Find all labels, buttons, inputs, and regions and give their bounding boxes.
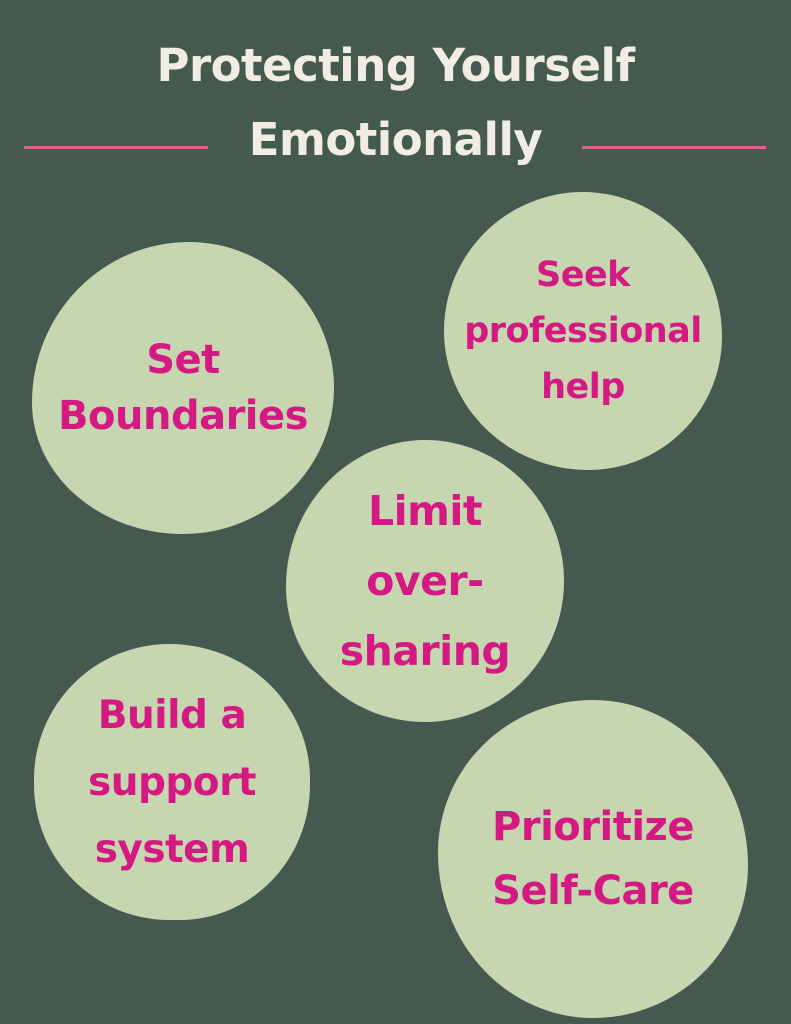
tip-circle-seek-professional-help: Seek professional help <box>444 192 722 470</box>
left-divider <box>24 146 208 149</box>
title-line-1: Protecting Yourself <box>156 39 635 92</box>
tip-circle-set-boundaries: Set Boundaries <box>32 242 334 534</box>
tip-label: Build a support system <box>88 692 256 872</box>
tip-label: Seek professional help <box>464 255 702 407</box>
tip-circle-build-support-system: Build a support system <box>34 644 310 920</box>
tip-circle-limit-oversharing: Limit over- sharing <box>286 440 564 722</box>
title-line-2: Emotionally <box>248 113 543 166</box>
tip-circle-prioritize-self-care: Prioritize Self-Care <box>438 700 748 1018</box>
tip-label: Limit over- sharing <box>339 487 511 675</box>
tip-label: Set Boundaries <box>58 337 308 439</box>
tip-label: Prioritize Self-Care <box>492 804 694 914</box>
right-divider <box>582 146 766 149</box>
